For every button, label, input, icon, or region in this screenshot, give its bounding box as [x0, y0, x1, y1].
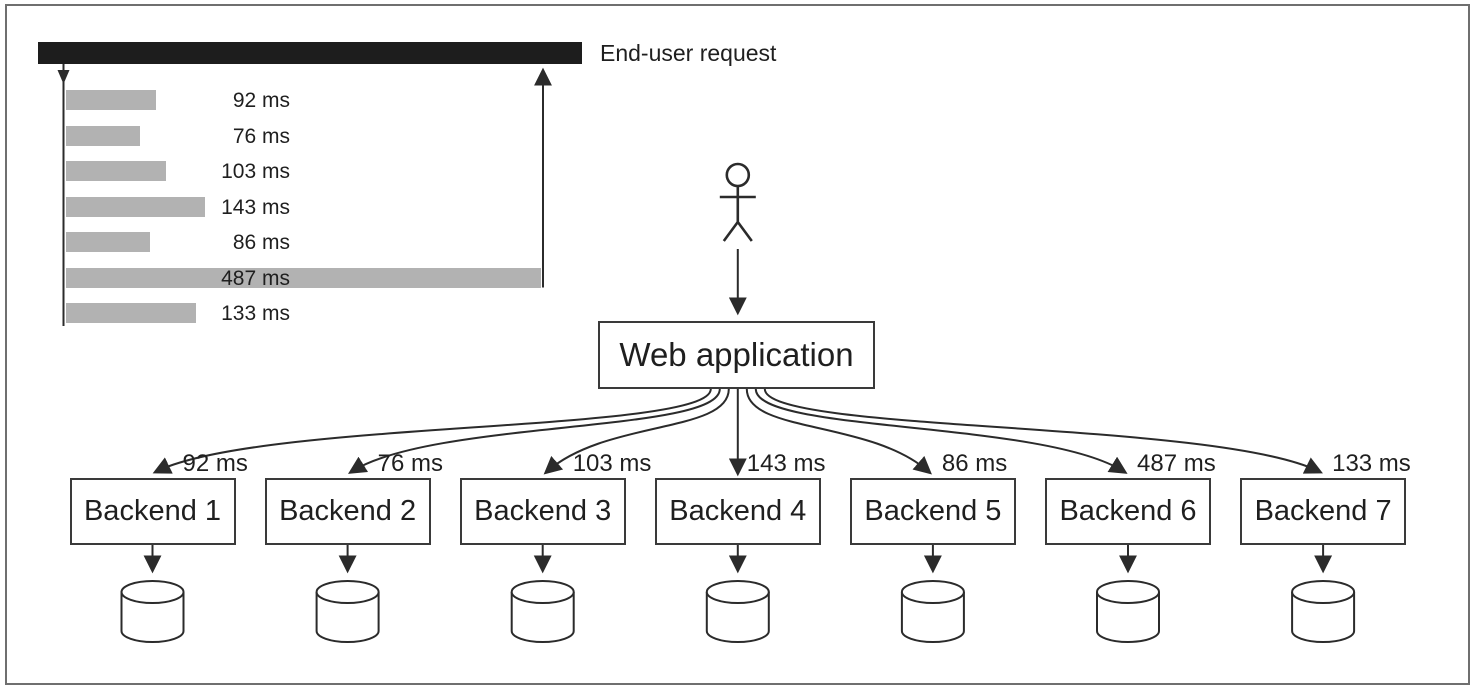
database-icon: [900, 580, 965, 643]
database-icon: [510, 580, 575, 643]
request-curve-backend-3: [543, 388, 730, 475]
latency-bar-label: 103 ms: [221, 160, 290, 183]
database-icon: [705, 580, 770, 643]
latency-bar: [66, 90, 156, 110]
backend-latency-label: 76 ms: [377, 450, 443, 477]
latency-bar: [66, 161, 167, 181]
backend-box-5: Backend 5: [849, 478, 1016, 545]
latency-bar-label: 487 ms: [221, 266, 290, 290]
end-user-request-label: End-user request: [600, 40, 777, 66]
latency-bar-label: 143 ms: [221, 195, 290, 219]
latency-bar: [66, 303, 196, 323]
backend-latency-label: 487 ms: [1137, 450, 1216, 477]
latency-bar-label: 76 ms: [232, 124, 290, 148]
request-curve-backend-6: [754, 388, 1128, 474]
end-user-request-bar: [38, 42, 582, 64]
request-curve-backend-1: [152, 388, 712, 474]
backend-latency-label: 92 ms: [182, 450, 248, 477]
backend-box-7: Backend 7: [1240, 478, 1407, 545]
backend-box-2: Backend 2: [264, 478, 431, 545]
user-icon: [719, 162, 756, 242]
request-curve-backend-5: [745, 388, 932, 475]
latency-bar-label: 86 ms: [232, 231, 290, 254]
request-curve-backend-2: [348, 388, 721, 474]
backend-box-4: Backend 4: [654, 478, 821, 545]
latency-bar-label: 92 ms: [232, 89, 290, 112]
backend-latency-label: 103 ms: [572, 450, 652, 477]
latency-bar: [66, 196, 206, 217]
backend-box-6: Backend 6: [1045, 478, 1211, 545]
backend-box-3: Backend 3: [459, 478, 626, 545]
database-icon: [120, 580, 185, 643]
latency-bar-label: 133 ms: [221, 302, 290, 325]
database-icon: [1096, 580, 1160, 643]
backend-latency-label: 86 ms: [941, 450, 1008, 477]
figure-border: [5, 4, 1470, 685]
database-icon: [315, 580, 380, 643]
web-application-box: Web application: [598, 321, 875, 389]
latency-bar: [66, 232, 150, 252]
down-arrowhead-icon: [57, 70, 70, 84]
backend-box-1: Backend 1: [69, 478, 236, 545]
backend-latency-label: 143 ms: [746, 450, 826, 477]
latency-bar: [66, 125, 141, 146]
database-icon: [1291, 580, 1356, 643]
backend-latency-label: 133 ms: [1332, 450, 1411, 477]
request-curve-backend-7: [763, 388, 1323, 474]
latency-bar: [66, 267, 541, 288]
